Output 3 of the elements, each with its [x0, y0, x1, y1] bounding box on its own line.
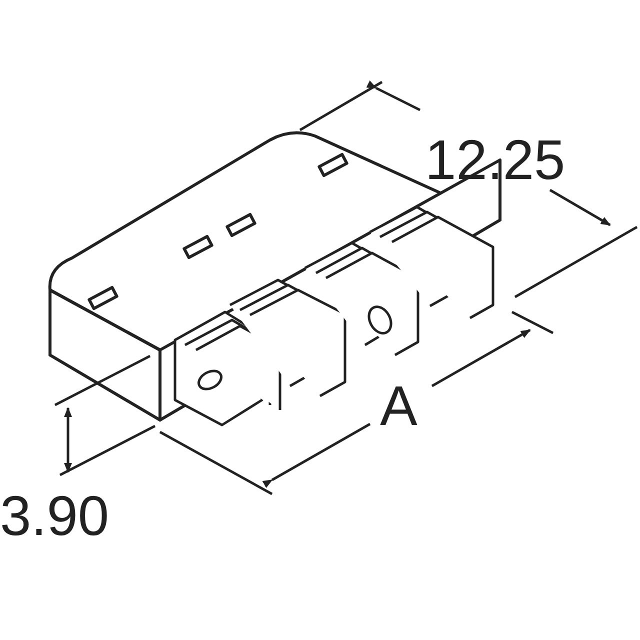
dimension-label: 3.90 — [0, 488, 109, 544]
dimension-label: 12.25 — [425, 132, 566, 188]
dimension-label: A — [380, 378, 418, 434]
